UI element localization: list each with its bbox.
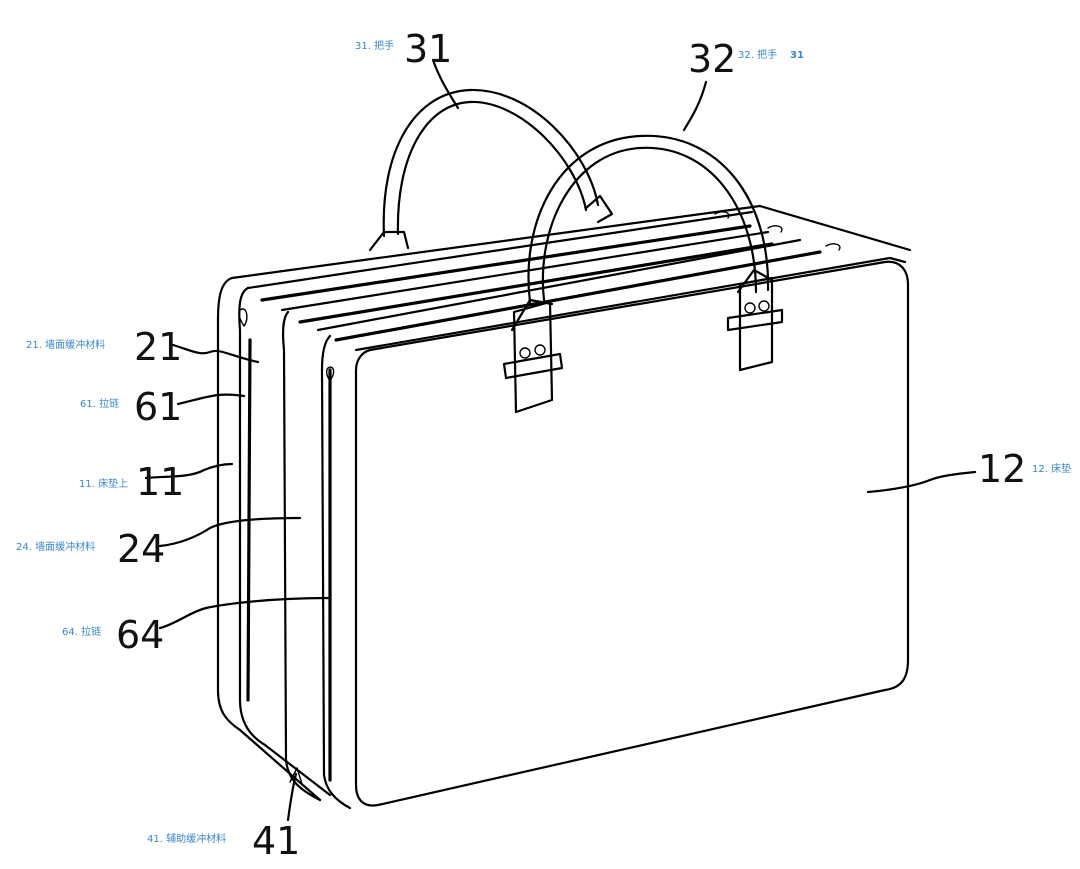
caption-24: 24. 墙面缓冲材料 (16, 540, 95, 553)
bag-front-face (354, 260, 910, 807)
label-41: 41. 辅助缓冲材料 41 (147, 819, 300, 863)
caption-11: 11. 床垫上 (79, 477, 128, 490)
caption-64: 64. 拉链 (62, 625, 101, 638)
caption-32-extra: 31 (790, 50, 804, 61)
label-21: 21. 墙面缓冲材料 21 (26, 325, 182, 369)
caption-31: 31. 把手 (355, 39, 394, 52)
numeral-61: 61 (134, 385, 182, 429)
numeral-64: 64 (116, 613, 164, 657)
label-12: 12 12. 床垫 (978, 447, 1071, 491)
numeral-41: 41 (252, 819, 300, 863)
numeral-11: 11 (136, 460, 184, 504)
caption-41: 41. 辅助缓冲材料 (147, 832, 226, 845)
numeral-21: 21 (134, 325, 182, 369)
leader-lines (144, 58, 977, 822)
numeral-12: 12 (978, 447, 1026, 491)
label-32: 32 32. 把手 31 (688, 37, 804, 81)
label-24: 24. 墙面缓冲材料 24 (16, 527, 165, 571)
bag-top (230, 204, 912, 352)
numeral-31: 31 (404, 27, 452, 71)
caption-21: 21. 墙面缓冲材料 (26, 338, 105, 351)
front-handle (502, 134, 784, 414)
label-31: 31. 把手 31 (355, 27, 452, 71)
caption-12: 12. 床垫 (1032, 462, 1071, 475)
label-61: 61. 拉链 61 (80, 385, 182, 429)
rear-handle (368, 88, 614, 252)
label-64: 64. 拉链 64 (62, 613, 164, 657)
caption-61: 61. 拉链 (80, 397, 119, 410)
label-11: 11. 床垫上 11 (79, 460, 184, 504)
caption-32: 32. 把手 (738, 48, 777, 61)
numeral-32: 32 (688, 37, 736, 81)
numeral-24: 24 (117, 527, 165, 571)
